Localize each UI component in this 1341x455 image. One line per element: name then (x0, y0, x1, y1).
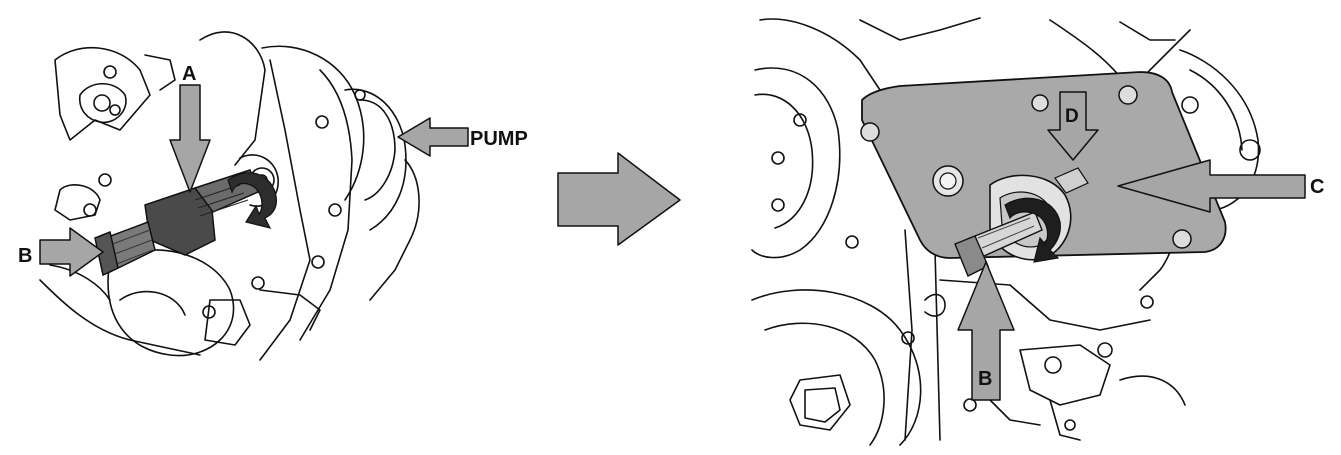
callout-arrow-b-right (957, 261, 1015, 401)
callout-label-b-left: B (18, 245, 32, 267)
callout-label-c: C (1310, 176, 1324, 198)
callout-arrow-b-left (39, 227, 104, 277)
rotation-arrow-right-icon (1004, 197, 1061, 263)
callout-label-b-right: B (978, 368, 992, 390)
callout-arrow-c (1117, 159, 1306, 213)
right-arrow-icon (557, 152, 681, 246)
puller-tool-left (94, 169, 259, 277)
callout-label-pump: PUMP (470, 128, 528, 150)
left-engine-illustration (39, 31, 420, 361)
timing-plate (860, 71, 1227, 259)
callout-label-a: A (182, 63, 196, 85)
callout-arrow-d (1047, 91, 1099, 161)
rotation-arrow-icon (227, 172, 277, 229)
callout-arrow-pump (397, 117, 469, 157)
callout-label-d: D (1065, 106, 1079, 127)
callout-arrow-a (169, 84, 211, 193)
